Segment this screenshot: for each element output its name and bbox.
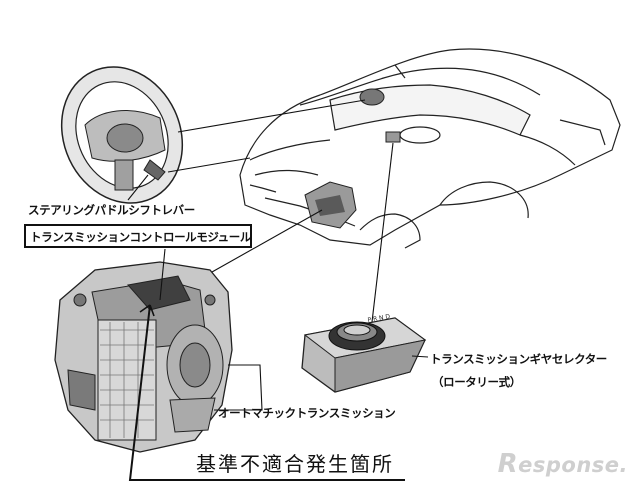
vehicle-transmission-icon xyxy=(304,181,357,229)
leader-auto-label xyxy=(214,364,263,411)
leader-tcm-box xyxy=(159,248,166,301)
defect-pointer xyxy=(128,304,405,481)
tcm-label-box xyxy=(24,224,252,248)
response-watermark: Response. xyxy=(498,449,628,479)
gear-selector-type-label: （ロータリー式） xyxy=(432,375,521,389)
leader-wheel-car-bottom xyxy=(167,157,251,173)
steering-wheel-illustration xyxy=(60,66,184,204)
watermark-initial: R xyxy=(497,449,519,479)
tcm-label: トランスミッションコントロールモジュール xyxy=(30,230,251,244)
automatic-transmission-label: オートマチックトランスミッション xyxy=(218,406,396,420)
watermark-rest: esponse. xyxy=(518,453,628,477)
defect-location-label: 基準不適合発生箇所 xyxy=(196,452,394,476)
vehicle-shifter-icon xyxy=(359,88,401,143)
leader-selector-label xyxy=(411,355,429,358)
leader-wheel-car-top xyxy=(177,99,366,133)
vehicle-illustration xyxy=(239,48,621,249)
leader-selector-car xyxy=(371,142,394,323)
svg-text:P R N D: P R N D xyxy=(367,313,391,324)
leader-lines xyxy=(127,99,429,411)
leader-tcm-car xyxy=(211,209,323,273)
gear-selector-illustration: P R N D xyxy=(301,313,427,393)
gear-selector-label: トランスミッションギヤセレクター xyxy=(430,352,607,366)
leader-paddle-label xyxy=(127,174,149,201)
paddle-shift-lever-label: ステアリングパドルシフトレバー xyxy=(28,203,195,217)
